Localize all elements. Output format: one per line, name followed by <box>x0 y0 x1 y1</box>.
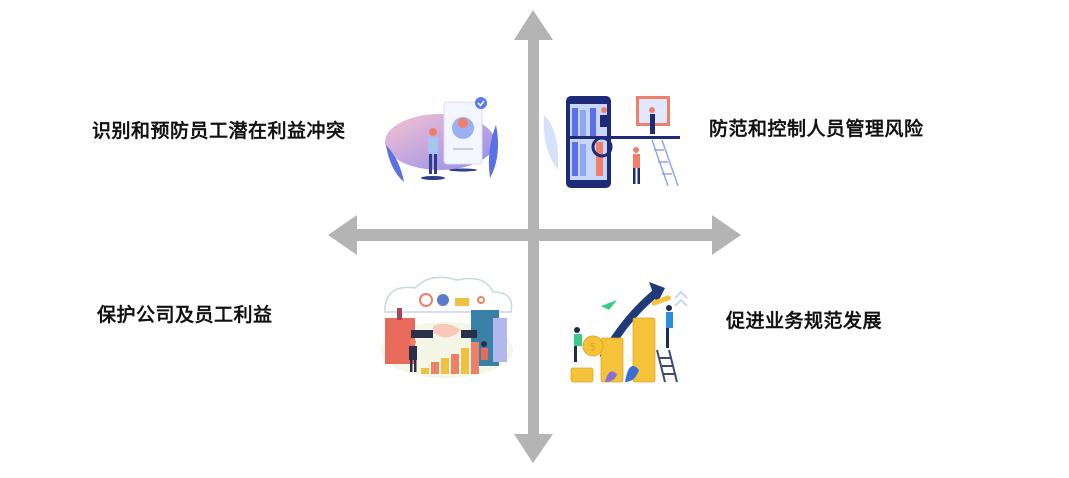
identity-card-icon <box>385 97 498 182</box>
svg-text:$: $ <box>590 340 597 353</box>
quadrant-label-top-right: 防范和控制人员管理风险 <box>709 118 924 140</box>
quadrant-label-bottom-left: 保护公司及员工利益 <box>97 304 273 326</box>
arrow-right-icon <box>712 215 741 255</box>
horizontal-axis <box>356 229 714 241</box>
coins-growth-icon: $ <box>570 282 688 383</box>
quadrant-label-top-left: 识别和预防员工潜在利益冲突 <box>92 120 346 142</box>
handshake-city-icon <box>381 276 513 378</box>
bookshelf-magnifier-icon <box>543 96 680 188</box>
arrow-down-icon <box>514 434 553 463</box>
arrow-left-icon <box>328 215 357 255</box>
arrow-up-icon <box>514 10 553 40</box>
quadrant-label-bottom-right: 促进业务规范发展 <box>726 310 883 332</box>
